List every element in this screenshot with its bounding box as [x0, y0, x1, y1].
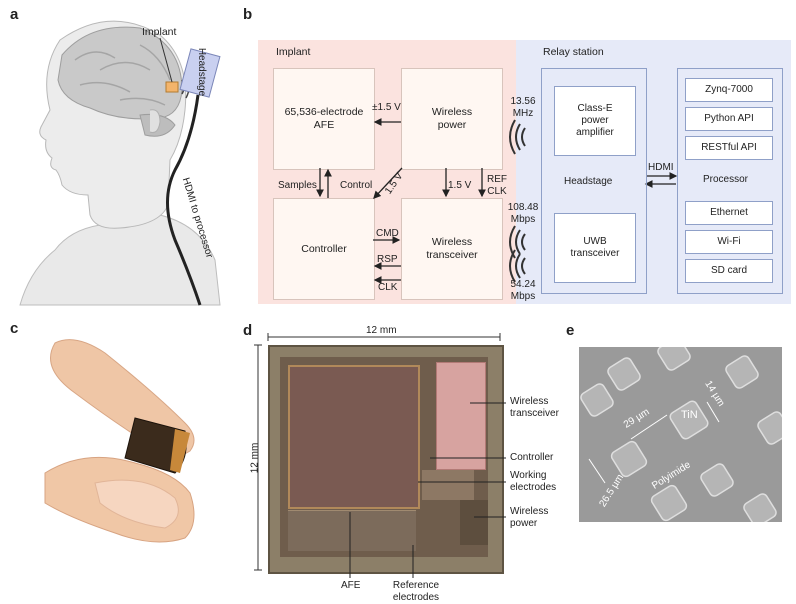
headstage-device	[179, 48, 221, 98]
headstage-outline	[541, 68, 647, 294]
cmd-label: CMD	[376, 228, 399, 239]
samples-label: Samples	[278, 180, 317, 191]
wireless-transceiver-box: Wireless transceiver	[401, 198, 503, 300]
controller-box: Controller	[273, 198, 375, 300]
processor-label: Processor	[703, 174, 749, 185]
class-e-box: Class-E power amplifier	[554, 86, 636, 156]
panel-label-e: e	[566, 322, 575, 339]
wireless-power-box: Wireless power	[401, 68, 503, 170]
v15-label: 1.5 V	[448, 180, 472, 191]
python-api-box: Python API	[685, 107, 773, 131]
sem-electrodes	[580, 347, 782, 522]
relay-title: Relay station	[543, 46, 604, 58]
chip-height-label: 12 mm	[249, 442, 261, 474]
processor-outline	[677, 68, 783, 294]
rate-5424-label: 54.24 Mbps	[510, 279, 536, 302]
chip-width-label: 12 mm	[366, 325, 397, 336]
wifi-box: Wi-Fi	[685, 230, 773, 254]
head-illustration	[19, 20, 221, 306]
chip-working-electrodes-label: Working electrodes	[510, 470, 557, 493]
pm15v-label: ±1.5 V	[372, 102, 401, 113]
device-photo	[44, 339, 195, 543]
headstage-label-b: Headstage	[564, 176, 613, 187]
restful-api-box: RESTful API	[685, 136, 773, 160]
panel-label-a: a	[10, 6, 19, 23]
controller-region	[422, 470, 474, 500]
transceiver-region	[436, 362, 486, 470]
uwb-box: UWB transceiver	[554, 213, 636, 283]
power-region	[460, 500, 488, 545]
electrode-array	[288, 365, 420, 509]
sem-image	[579, 347, 782, 522]
implant-title: Implant	[276, 46, 311, 58]
sd-card-box: SD card	[685, 259, 773, 283]
freq-1356-label: 13.56 MHz	[510, 96, 536, 119]
afe-box: 65,536-electrode AFE	[273, 68, 375, 170]
clk-label: CLK	[378, 282, 398, 293]
ethernet-box: Ethernet	[685, 201, 773, 225]
chip-power-label: Wireless power	[510, 506, 549, 529]
chip-transceiver-label: Wireless transceiver	[510, 396, 559, 419]
refclk-label: REF CLK	[487, 174, 507, 197]
chip-ref-electrodes-label: Reference electrodes	[392, 580, 440, 603]
hdmi-label-b: HDMI	[648, 162, 674, 173]
panel-label-d: d	[243, 322, 253, 339]
afe-region	[288, 510, 416, 551]
sem-tin-label: TiN	[681, 409, 698, 421]
chip-afe-label: AFE	[341, 580, 361, 591]
rate-10848-label: 108.48 Mbps	[507, 202, 539, 225]
control-label: Control	[340, 180, 373, 191]
zynq-box: Zynq-7000	[685, 78, 773, 102]
panel-label-b: b	[243, 6, 253, 23]
implant-label: Implant	[142, 26, 177, 38]
panel-label-c: c	[10, 320, 19, 337]
rsp-label: RSP	[377, 254, 398, 265]
chip-controller-label: Controller	[510, 452, 554, 463]
